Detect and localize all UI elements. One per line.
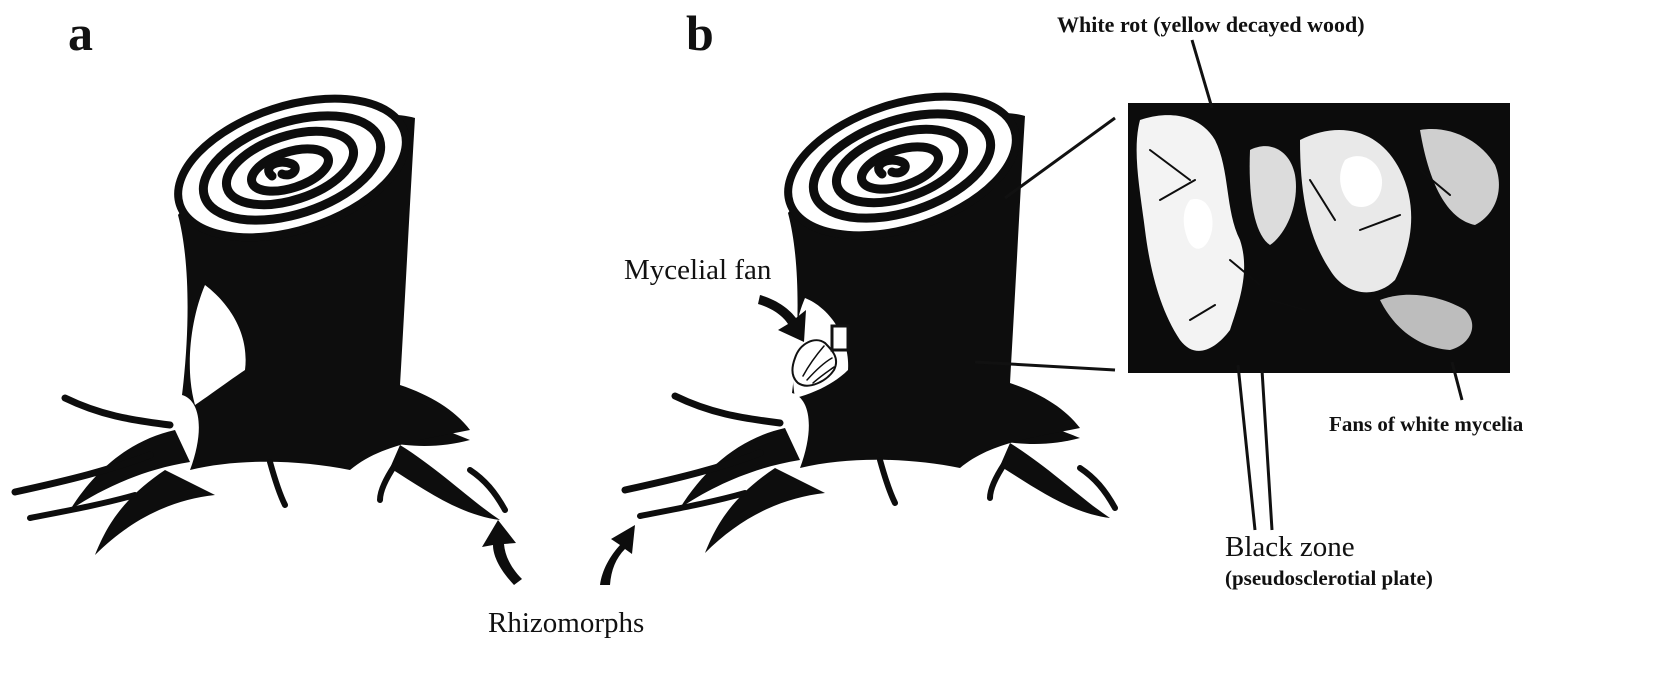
panel-label-a: a — [68, 5, 93, 61]
rhizomorph-arrow-left — [482, 520, 522, 585]
black-zone-sublabel: (pseudosclerotial plate) — [1225, 566, 1433, 590]
black-zone-label: Black zone — [1225, 531, 1355, 563]
rhizomorph-arrow-right — [600, 525, 635, 585]
white-rot-label: White rot (yellow decayed wood) — [1057, 12, 1365, 37]
black-zone-leader-1 — [1238, 365, 1255, 530]
stump-a — [15, 73, 505, 555]
stump-b — [625, 71, 1115, 553]
black-zone-leader-2 — [1262, 370, 1272, 530]
mycelial-fan-label: Mycelial fan — [624, 254, 772, 286]
photo-inset — [1128, 103, 1510, 373]
panel-label-b: b — [686, 5, 714, 61]
fans-mycelia-label: Fans of white mycelia — [1329, 412, 1524, 436]
rhizomorphs-label: Rhizomorphs — [488, 607, 644, 639]
white-rot-leader — [1192, 40, 1212, 108]
